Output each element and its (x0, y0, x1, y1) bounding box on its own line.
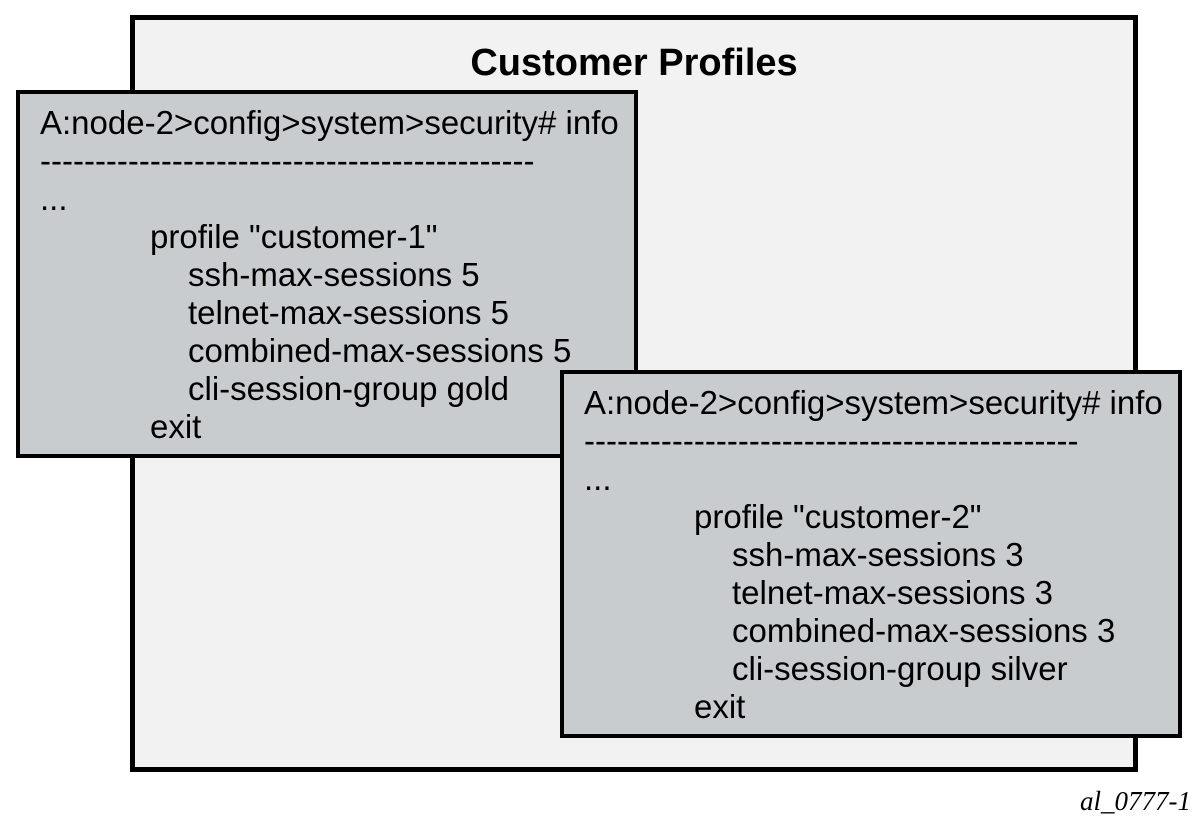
cli-line-telnet: telnet-max-sessions 5 (188, 294, 509, 331)
cli-line-group: cli-session-group gold (188, 370, 509, 407)
figure-id-caption: al_0777-1 (1080, 786, 1191, 816)
terminal-customer-2: A:node-2>config>system>security# info --… (560, 370, 1182, 738)
cli-line-ssh: ssh-max-sessions 3 (732, 536, 1024, 573)
cli-line-profile: profile "customer-2" (694, 498, 982, 535)
cli-line-profile: profile "customer-1" (150, 218, 438, 255)
cli-line-divider: ----------------------------------------… (40, 142, 535, 179)
cli-line-exit: exit (150, 408, 202, 445)
cli-line-divider: ----------------------------------------… (584, 422, 1079, 459)
page-title: Customer Profiles (470, 42, 798, 84)
cli-line-prompt: A:node-2>config>system>security# info (40, 104, 619, 141)
cli-line-combined: combined-max-sessions 5 (188, 332, 572, 369)
cli-line-ellipsis: ... (40, 180, 68, 217)
cli-line-exit: exit (694, 688, 746, 725)
cli-line-ellipsis: ... (584, 460, 612, 497)
terminal-customer-1: A:node-2>config>system>security# info --… (16, 90, 638, 458)
cli-line-group: cli-session-group silver (732, 650, 1068, 687)
cli-line-telnet: telnet-max-sessions 3 (732, 574, 1053, 611)
cli-line-prompt: A:node-2>config>system>security# info (584, 384, 1163, 421)
cli-line-ssh: ssh-max-sessions 5 (188, 256, 480, 293)
cli-line-combined: combined-max-sessions 3 (732, 612, 1116, 649)
